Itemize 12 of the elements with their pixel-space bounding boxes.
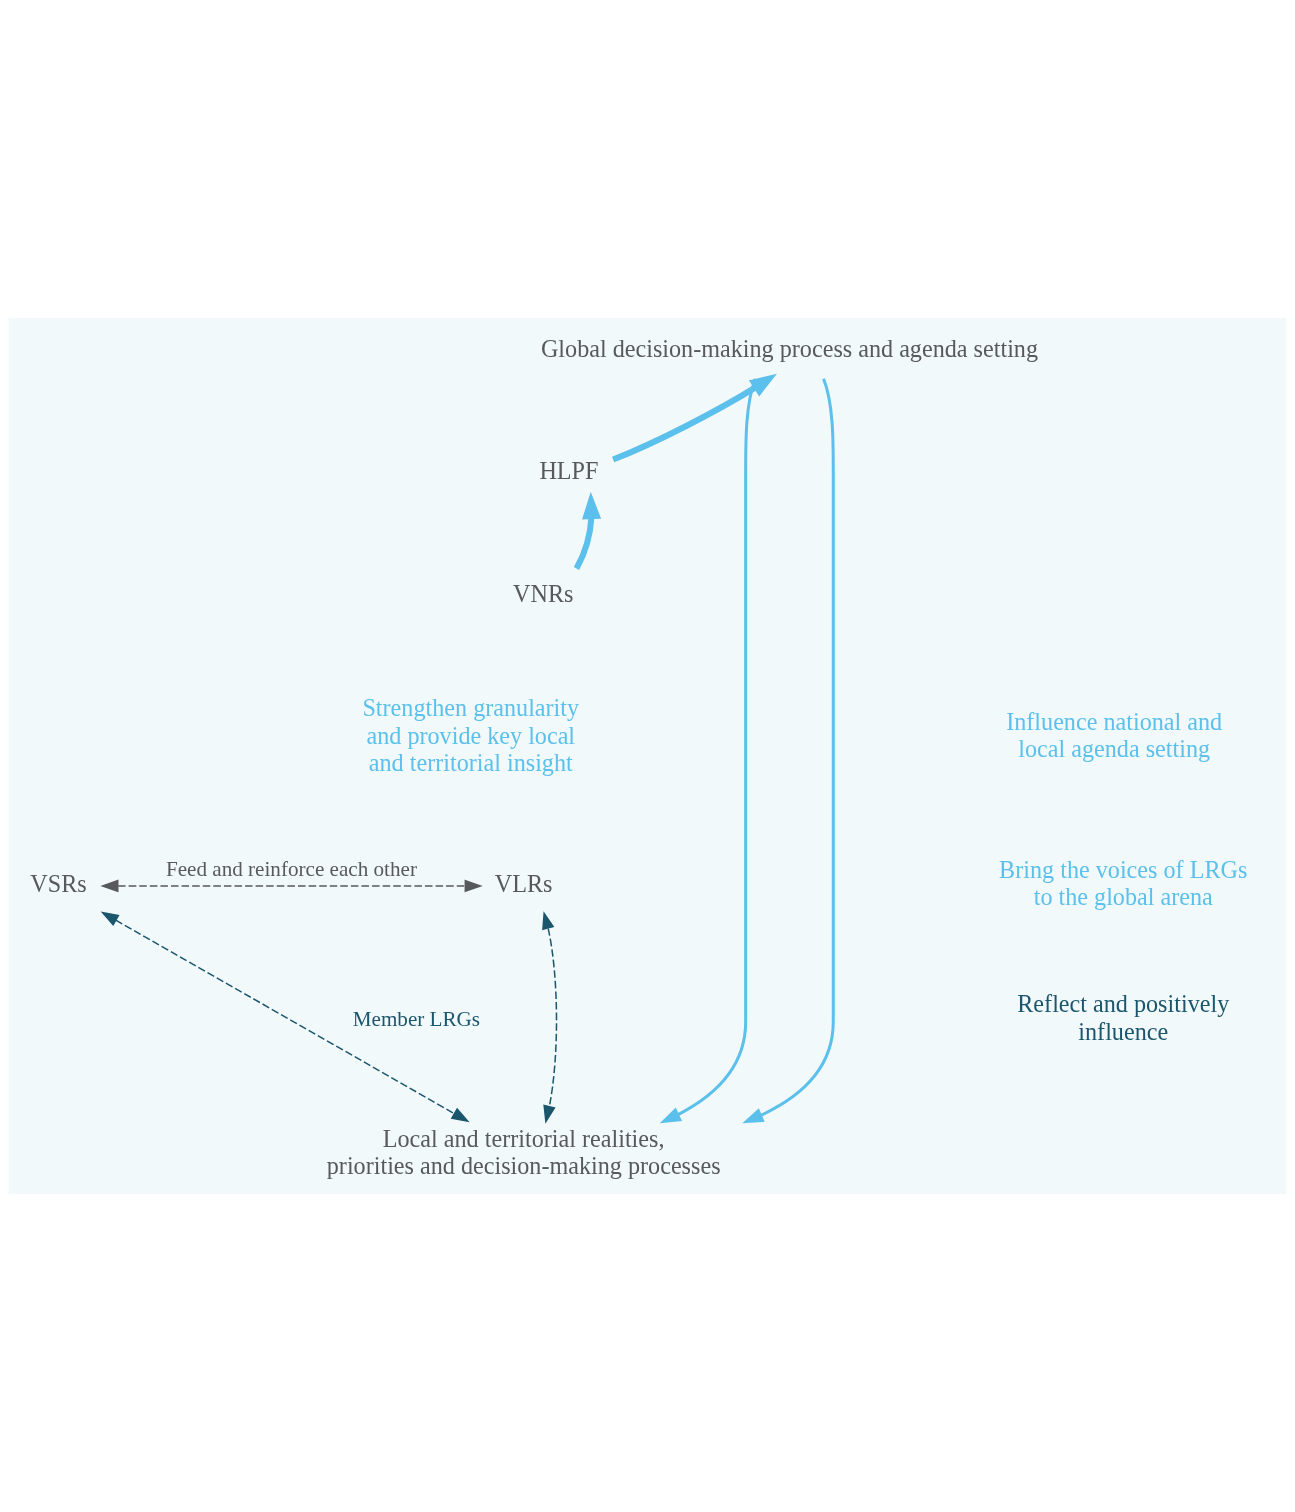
label: Strengthen granularity and provide key local and territorial insight — [362, 694, 580, 776]
label: Bring the voices of LRGs to the global arena — [999, 856, 1248, 911]
edge-label: Member LRGs — [352, 1006, 481, 1031]
node-text: VSRs — [30, 869, 87, 897]
edge-label: Feed and reinforce each other — [165, 856, 417, 881]
node-text: VLRs — [494, 869, 553, 897]
node-text: HLPF — [539, 457, 599, 485]
node-text: Local and territorial realities, priorities and decision-making processes — [326, 1124, 721, 1180]
label: Influence national and local agenda setting — [1006, 708, 1223, 763]
node-text: VNRs — [513, 579, 574, 607]
node-text: Global decision-making process and agenda setting — [540, 334, 1039, 362]
label: Reflect and positively influence — [1017, 990, 1230, 1045]
